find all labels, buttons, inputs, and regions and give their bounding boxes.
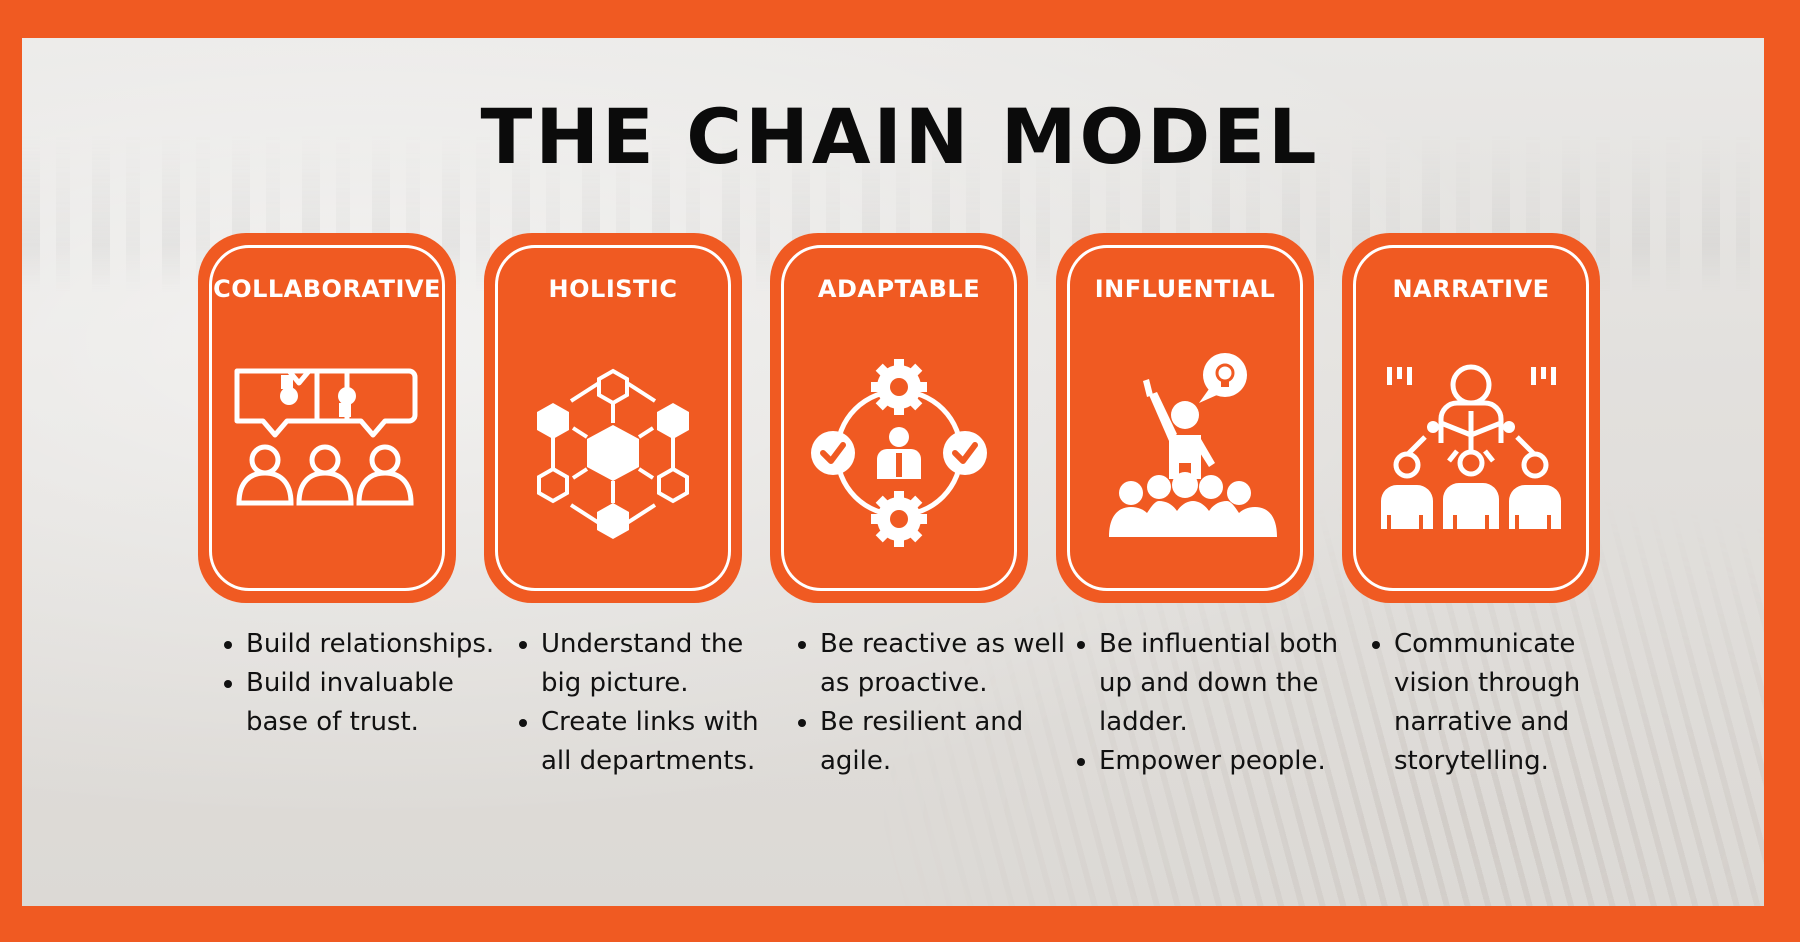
card-label: INFLUENTIAL: [1094, 275, 1276, 303]
card-label: COLLABORATIVE: [213, 275, 441, 303]
card-border: [781, 245, 1017, 591]
bullet-list-adaptable: Be reactive as well as proactive. Be res…: [792, 625, 1070, 781]
bullet-item: Be resilient and agile.: [820, 703, 1070, 781]
bullet-list-narrative: Communicate vision through narrative and…: [1366, 625, 1644, 781]
bullet-item: Be influential both up and down the ladd…: [1099, 625, 1349, 742]
bullet-item: Create links with all departments.: [541, 703, 791, 781]
bullet-list-collaborative: Build relationships. Build invaluable ba…: [218, 625, 496, 742]
puzzle-team-icon: [234, 368, 418, 506]
card-adaptable: ADAPTABLE: [770, 233, 1028, 603]
bullet-item: Communicate vision through narrative and…: [1394, 625, 1644, 781]
bullet-item: Empower people.: [1099, 742, 1349, 781]
bullet-list-influential: Be influential both up and down the ladd…: [1071, 625, 1349, 781]
card-influential: INFLUENTIAL: [1056, 233, 1314, 603]
bullet-list-holistic: Understand the big picture. Create links…: [513, 625, 791, 781]
card-border: [1353, 245, 1589, 591]
bullet-item: Build invaluable base of trust.: [246, 664, 496, 742]
gear-cycle-person-icon: [811, 359, 987, 547]
hexagon-network-icon: [537, 368, 689, 539]
card-border: [209, 245, 445, 591]
card-holistic: HOLISTIC: [484, 233, 742, 603]
bullet-item: Build relationships.: [246, 625, 496, 664]
card-narrative: NARRATIVE: [1342, 233, 1600, 603]
card-label: NARRATIVE: [1392, 275, 1550, 303]
bullet-item: Be reactive as well as proactive.: [820, 625, 1070, 703]
storyteller-audience-icon: [1381, 364, 1561, 529]
speaker-audience-icon: [1109, 353, 1277, 537]
card-border: [1067, 245, 1303, 591]
card-label: ADAPTABLE: [817, 275, 981, 303]
card-border: [495, 245, 731, 591]
page-title: THE CHAIN MODEL: [480, 92, 1320, 181]
card-collaborative: COLLABORATIVE: [198, 233, 456, 603]
bullet-item: Understand the big picture.: [541, 625, 791, 703]
card-label: HOLISTIC: [548, 275, 678, 303]
